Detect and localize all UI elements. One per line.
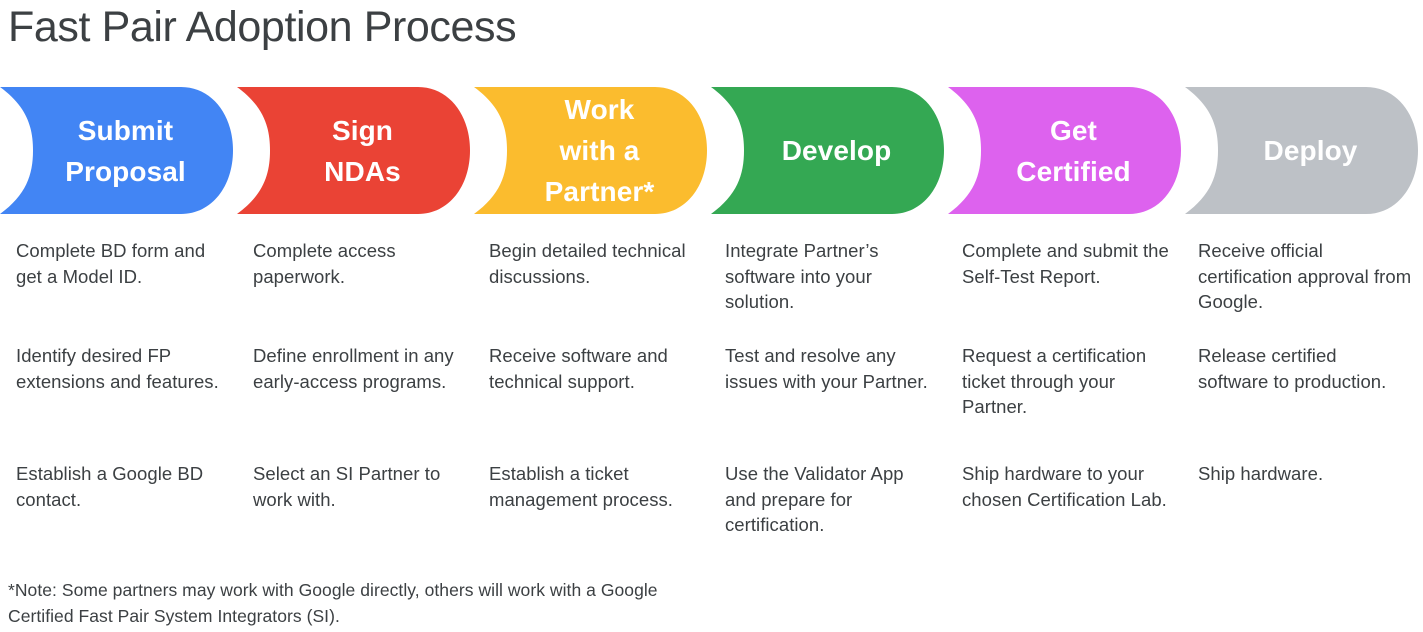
stage-label-sign-ndas: Sign NDAs xyxy=(324,114,401,187)
stage-label-develop: Develop xyxy=(781,135,892,166)
process-stage-get-certified[interactable]: Get Certified xyxy=(948,87,1189,214)
chevron-shape-develop xyxy=(711,87,944,214)
stage-item: Complete access paperwork. xyxy=(253,240,396,287)
stage-item: Select an SI Partner to work with. xyxy=(253,463,441,510)
stage-item: Receive software and technical support. xyxy=(489,345,668,392)
chevron-shape-sign-ndas xyxy=(237,87,470,214)
process-stage-sign-ndas[interactable]: Sign NDAs xyxy=(237,87,478,214)
page-title: Fast Pair Adoption Process xyxy=(8,3,517,51)
stage-item: Ship hardware. xyxy=(1198,463,1324,484)
stage-item: Identify desired FP extensions and featu… xyxy=(16,345,219,392)
stage-item: Establish a Google BD contact. xyxy=(16,463,204,510)
process-stage-work-with-a-partner[interactable]: Work with a Partner* xyxy=(474,87,715,214)
process-stage-submit-proposal[interactable]: Submit Proposal xyxy=(0,87,241,214)
process-stage-develop[interactable]: Develop xyxy=(711,87,952,214)
stage-item: Define enrollment in any early-access pr… xyxy=(253,345,454,392)
chevron-shape-get-certified xyxy=(948,87,1181,214)
stage-item: Receive official certification approval … xyxy=(1198,240,1412,312)
stage-item: Request a certification ticket through y… xyxy=(962,345,1147,417)
stage-item: Ship hardware to your chosen Certificati… xyxy=(962,463,1167,510)
stage-item: Test and resolve any issues with your Pa… xyxy=(725,345,928,392)
chevron-shape-work-with-a-partner xyxy=(474,87,707,214)
process-stage-deploy[interactable]: Deploy xyxy=(1185,87,1423,214)
stage-item: Use the Validator App and prepare for ce… xyxy=(725,463,904,535)
stage-label-submit-proposal: Submit Proposal xyxy=(65,114,186,187)
stage-label-work-with-a-partner: Work with a Partner* xyxy=(544,94,655,207)
stage-item: Complete BD form and get a Model ID. xyxy=(16,240,206,287)
stage-item: Complete and submit the Self-Test Report… xyxy=(962,240,1169,287)
stage-label-deploy: Deploy xyxy=(1263,135,1358,166)
stage-item: Integrate Partner’s software into your s… xyxy=(725,240,879,312)
stage-details-columns: Complete BD form and get a Model ID. Iden… xyxy=(0,238,1423,568)
chevron-shape-deploy xyxy=(1185,87,1418,214)
chevron-shape-submit-proposal xyxy=(0,87,233,214)
stage-label-get-certified: Get Certified xyxy=(1016,114,1131,187)
stage-item: Begin detailed technical discussions. xyxy=(489,240,686,287)
stage-item: Establish a ticket management process. xyxy=(489,463,673,510)
footnote-note: *Note: Some partners may work with Googl… xyxy=(8,580,658,626)
stage-item: Release certified software to production… xyxy=(1198,345,1387,392)
process-flow-diagram: Submit Proposal Sign NDAs Work with a Part… xyxy=(0,87,1423,214)
